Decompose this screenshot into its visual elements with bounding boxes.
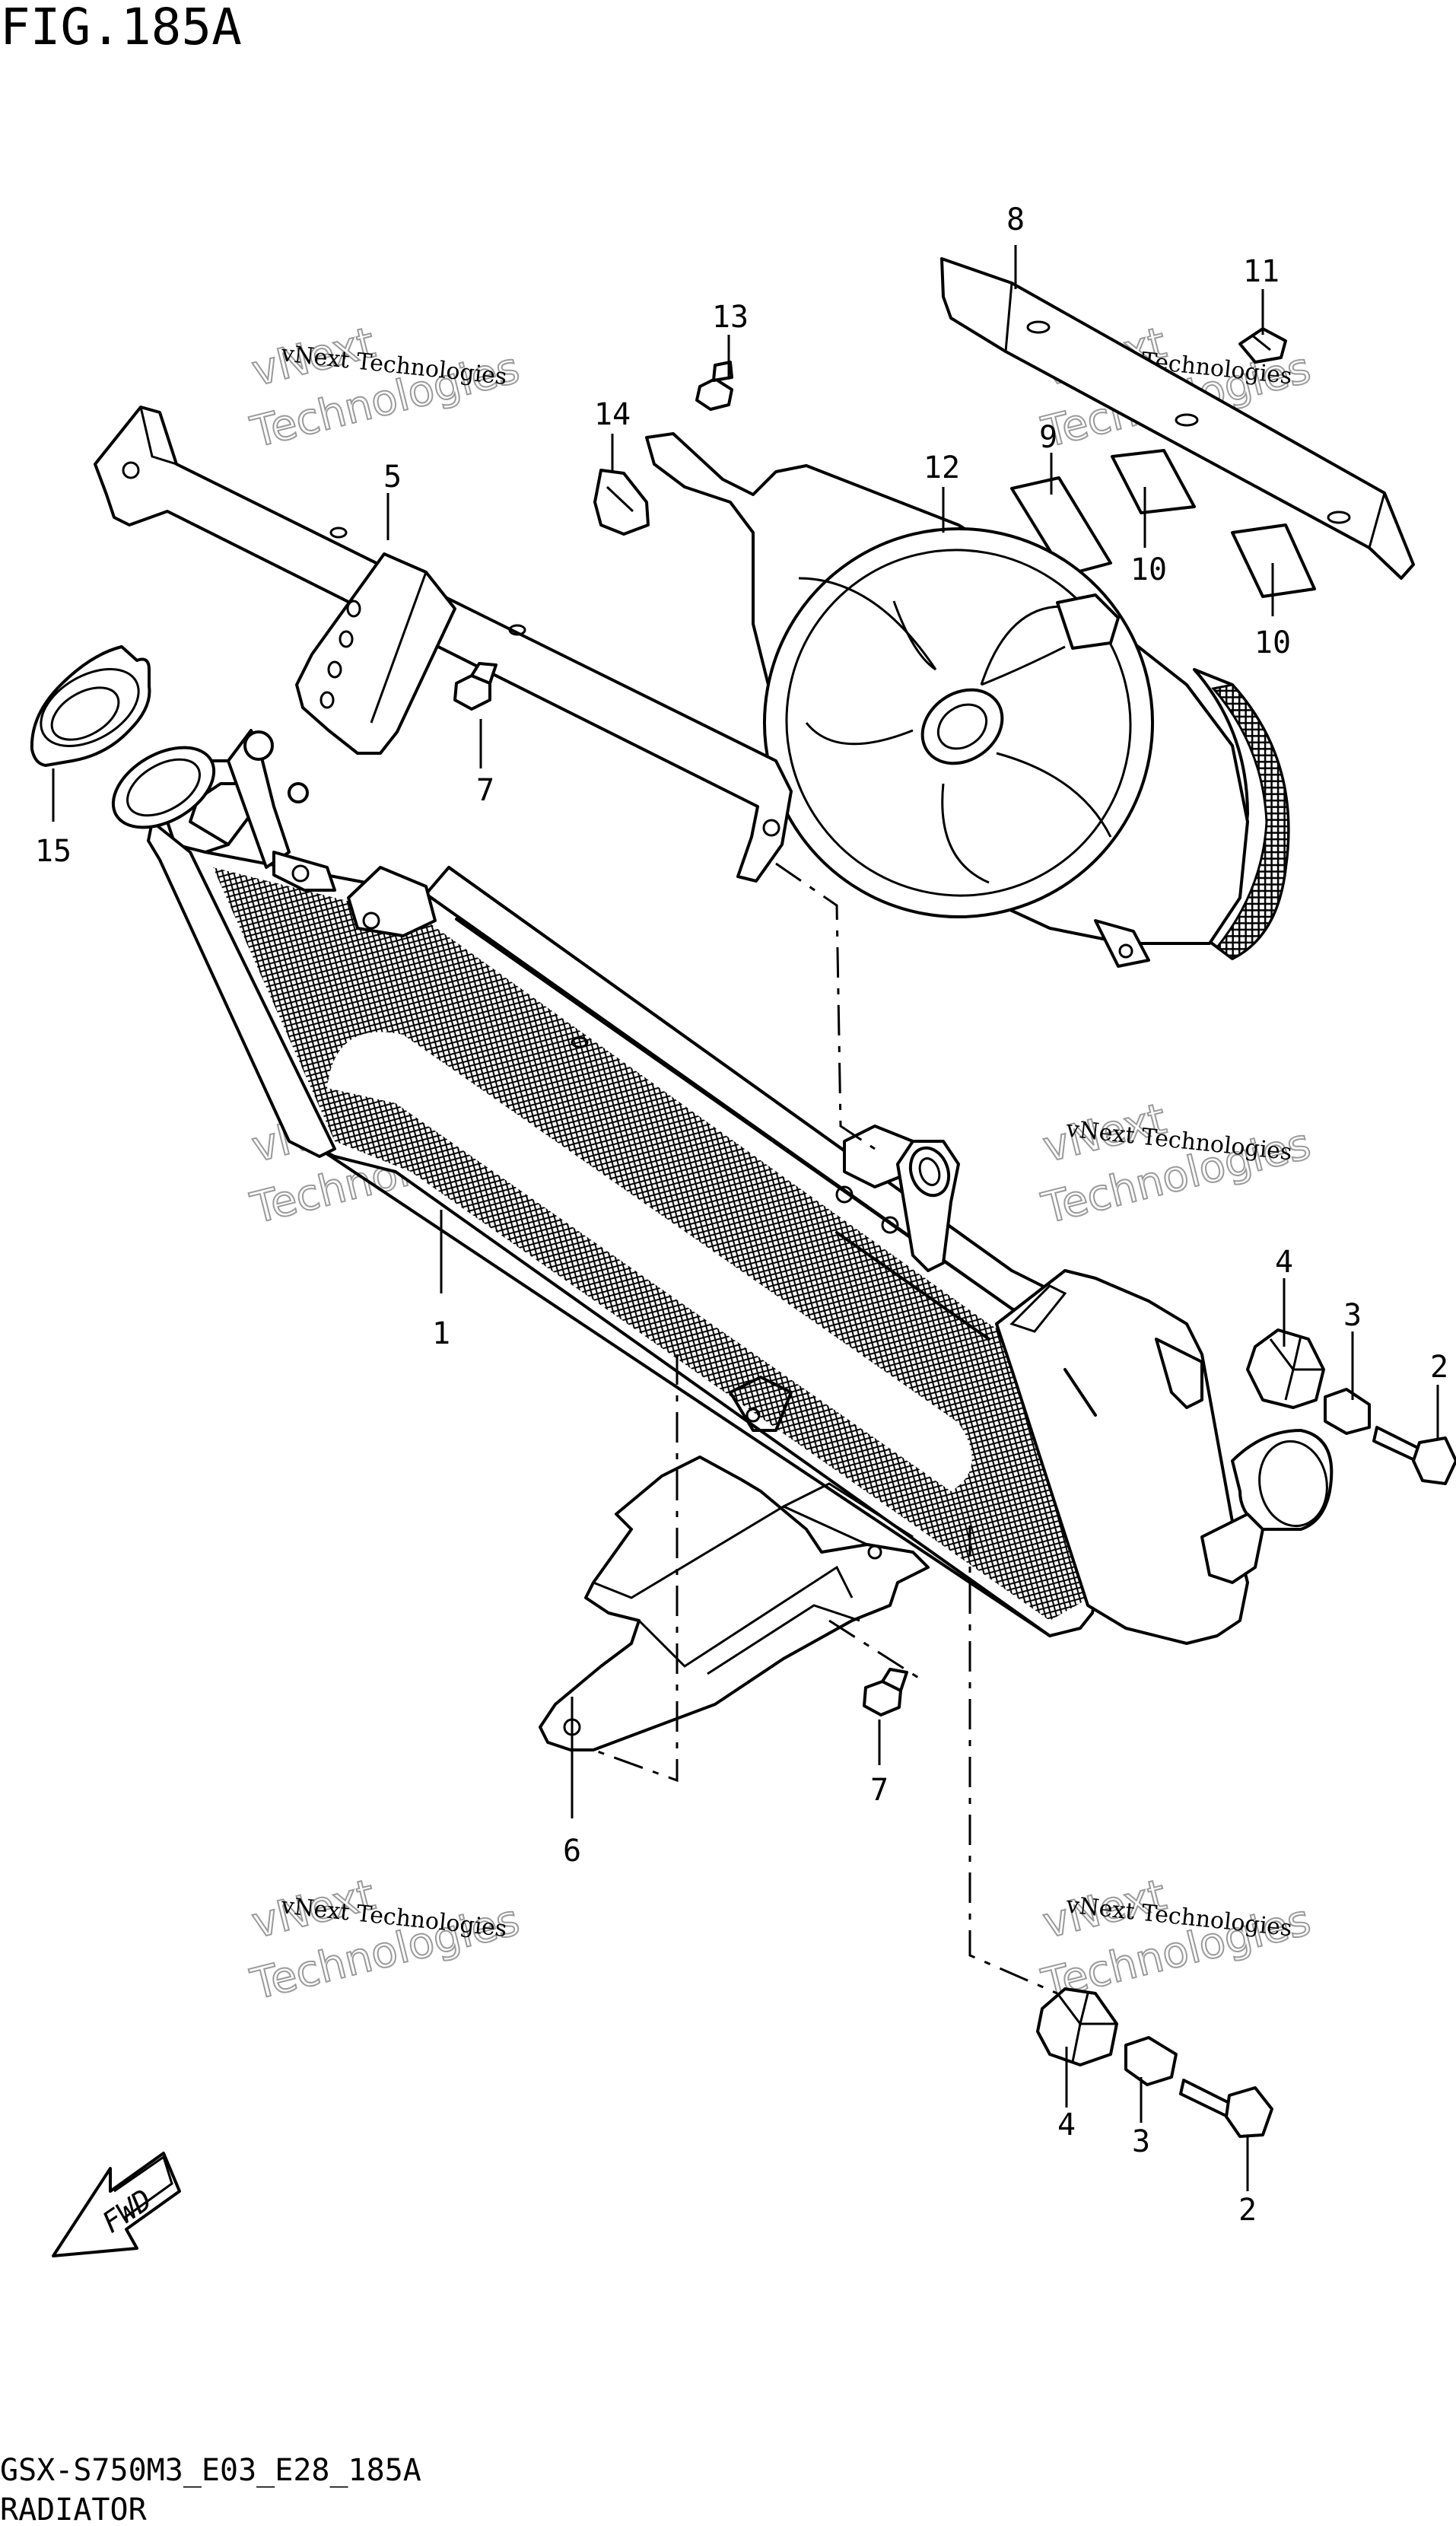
callout-6: 6	[563, 1834, 581, 1869]
callout-3-upper: 3	[1343, 1298, 1362, 1333]
callout-2-upper: 2	[1430, 1350, 1448, 1385]
callout-9: 9	[1039, 420, 1057, 455]
callout-7-lower: 7	[870, 1773, 889, 1808]
assembly-line-lower-bracket	[593, 1354, 679, 1783]
callout-4-lower: 4	[1057, 2108, 1076, 2143]
part-7-bolt-lower	[863, 1668, 908, 1716]
part-10-pad-b	[1231, 523, 1316, 598]
callout-13: 13	[712, 300, 749, 335]
callout-12: 12	[924, 450, 960, 485]
part-4-grommet-upper	[1246, 1328, 1325, 1409]
callout-3-lower: 3	[1132, 2124, 1150, 2159]
callout-5: 5	[383, 460, 402, 495]
callout-4-upper: 4	[1275, 1245, 1293, 1280]
part-8-shroud-strip	[940, 257, 1415, 580]
part-10-pad-a	[1111, 449, 1196, 514]
fig-title: FIG.185A	[0, 0, 242, 56]
leader-lines	[52, 245, 1439, 2191]
part-15-radiator-cap	[30, 645, 151, 767]
callout-10-a: 10	[1130, 552, 1167, 587]
part-2-bolt-upper	[1372, 1426, 1456, 1485]
part-7-bolt-upper	[453, 662, 498, 711]
model-code: GSX-S750M3_E03_E28_185A	[0, 2453, 421, 2488]
part-4-grommet-lower	[1036, 1987, 1118, 2066]
part-13-bolt	[695, 361, 733, 411]
callout-2-lower: 2	[1238, 2193, 1257, 2228]
part-11-clip	[1238, 327, 1287, 364]
assembly-line-lower-bolt	[828, 1619, 925, 1683]
callout-1: 1	[432, 1316, 450, 1351]
section-name: RADIATOR	[0, 2493, 148, 2526]
part-3-collar-upper	[1324, 1388, 1371, 1435]
fwd-arrow-icon: FWD	[52, 2152, 181, 2257]
part-9-pad	[1010, 476, 1112, 577]
callout-11: 11	[1243, 254, 1280, 289]
part-1-radiator	[111, 729, 1334, 1645]
callout-7-upper: 7	[476, 773, 494, 808]
part-2-bolt-lower	[1179, 2079, 1273, 2138]
assembly-line-bracket	[775, 862, 876, 1150]
callout-8: 8	[1006, 202, 1025, 237]
part-5-bracket	[94, 406, 793, 883]
callout-14: 14	[594, 397, 631, 432]
assembly-line-lower-mount	[968, 1525, 1058, 1995]
callout-15: 15	[35, 834, 72, 869]
part-12-fan-assembly	[645, 432, 1290, 968]
part-6-lower-bracket	[539, 1455, 930, 1751]
callout-10-b: 10	[1254, 625, 1291, 660]
part-3-collar-lower	[1124, 2036, 1178, 2086]
part-14-clamp	[593, 469, 650, 536]
